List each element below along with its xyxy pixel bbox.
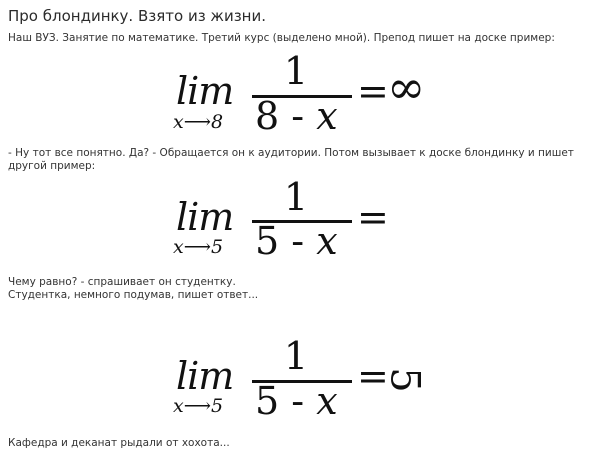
lim-subscript: x⟶5 xyxy=(173,397,223,416)
infinity-result: ∞ xyxy=(387,60,426,114)
lim-label: lim xyxy=(176,195,234,239)
denominator-constant: 8 xyxy=(255,94,280,138)
arrow-icon: ⟶ xyxy=(183,111,211,133)
dialog-paragraph-line-1: - Ну тот все понятно. Да? - Обращается о… xyxy=(8,147,574,159)
denominator-operator: - xyxy=(279,379,317,423)
lim-variable: x xyxy=(173,395,184,417)
question-line-1: Чему равно? - спрашивает он студентку. xyxy=(8,276,236,288)
lim-subscript: x⟶5 xyxy=(173,238,223,257)
fraction-bar xyxy=(252,380,352,383)
lim-variable: x xyxy=(173,111,184,133)
fraction-bar xyxy=(252,220,352,223)
fraction-denominator: 5 - x xyxy=(255,222,338,260)
fraction-numerator: 1 xyxy=(283,49,309,93)
lim-label: lim xyxy=(176,69,234,113)
equals-sign: = xyxy=(357,354,389,398)
lim-label: lim xyxy=(176,354,234,398)
denominator-variable: x xyxy=(316,379,338,423)
denominator-variable: x xyxy=(316,94,338,138)
intro-paragraph: Наш ВУЗ. Занятие по математике. Третий к… xyxy=(8,32,555,44)
denominator-constant: 5 xyxy=(255,219,280,263)
lim-target: 5 xyxy=(210,395,224,417)
denominator-operator: - xyxy=(279,219,317,263)
equals-sign: = xyxy=(357,69,389,113)
equals-sign: = xyxy=(357,195,389,239)
post-title: Про блондинку. Взято из жизни. xyxy=(8,7,266,25)
denominator-constant: 5 xyxy=(255,379,280,423)
lim-target: 8 xyxy=(210,111,224,133)
lim-subscript: x⟶8 xyxy=(173,113,223,132)
denominator-variable: x xyxy=(316,219,338,263)
fraction-numerator: 1 xyxy=(283,334,309,378)
fraction-numerator: 1 xyxy=(283,175,309,219)
lim-variable: x xyxy=(173,236,184,258)
denominator-operator: - xyxy=(279,94,317,138)
fraction-bar xyxy=(252,95,352,98)
dialog-paragraph-line-2: другой пример: xyxy=(8,160,96,172)
question-line-2: Студентка, немного подумав, пишет ответ.… xyxy=(8,289,259,301)
fraction-denominator: 5 - x xyxy=(255,382,338,420)
fraction-denominator: 8 - x xyxy=(255,97,338,135)
arrow-icon: ⟶ xyxy=(183,395,211,417)
rotated-five-result: 5 xyxy=(381,367,428,393)
ending-paragraph: Кафедра и деканат рыдали от хохота... xyxy=(8,437,230,449)
lim-target: 5 xyxy=(210,236,224,258)
arrow-icon: ⟶ xyxy=(183,236,211,258)
